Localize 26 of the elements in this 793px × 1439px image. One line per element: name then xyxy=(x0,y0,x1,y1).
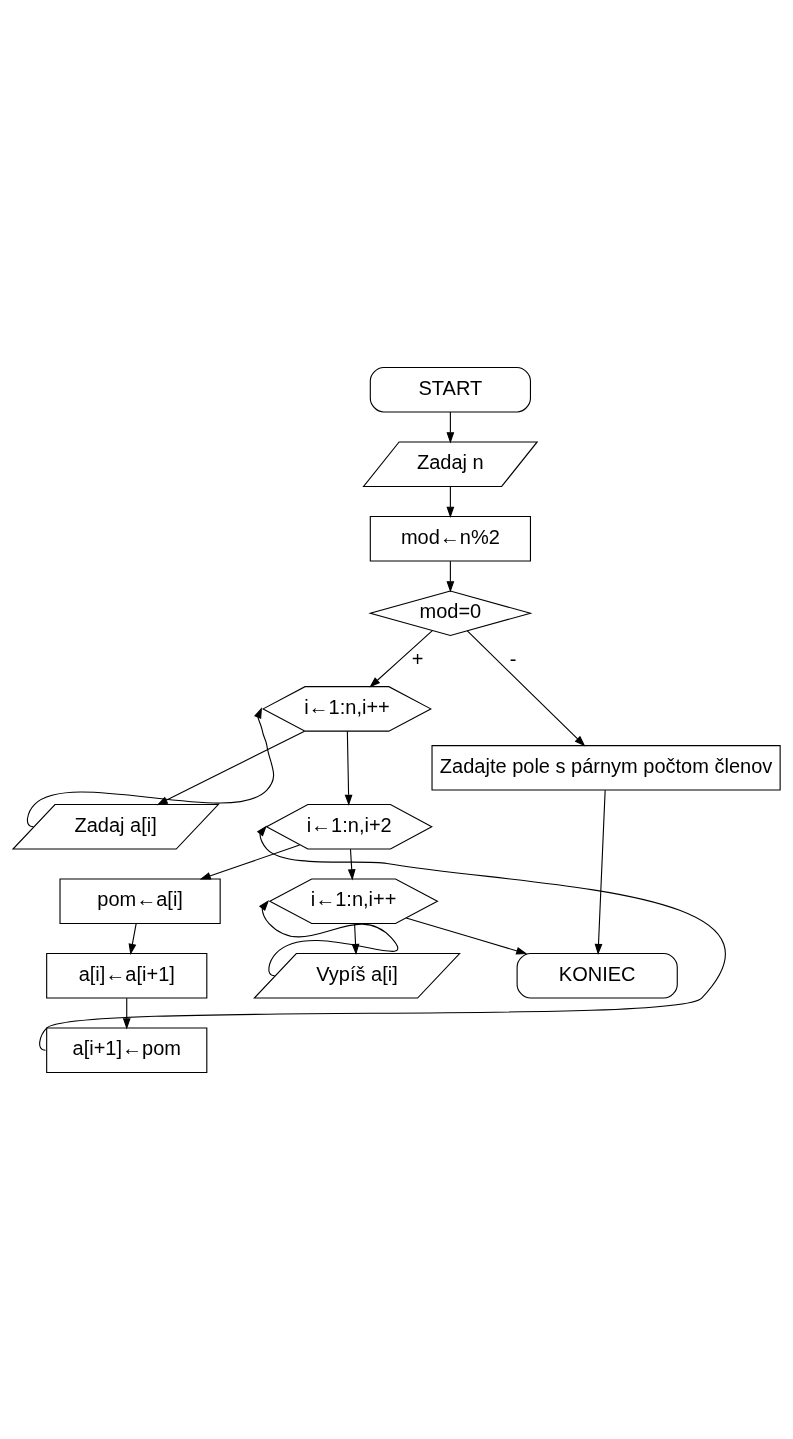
edge-label: - xyxy=(509,647,517,670)
node-box: a[i+1]←pom xyxy=(46,1027,208,1073)
node-box: START xyxy=(369,366,531,412)
arrow xyxy=(446,485,455,518)
arrow xyxy=(347,848,356,880)
node-box: Zadajte pole s párnym počtom členov xyxy=(431,744,781,791)
arrow xyxy=(259,899,398,976)
arrow xyxy=(594,789,606,955)
arrow xyxy=(122,997,131,1029)
arrow xyxy=(446,560,455,592)
arrow xyxy=(128,922,137,955)
arrow xyxy=(39,824,726,1051)
arrow xyxy=(199,843,301,880)
node-diamond: mod=0 xyxy=(368,589,533,636)
node-box: mod←n%2 xyxy=(369,515,531,561)
edge-label: + xyxy=(411,647,424,670)
node-box: a[i]←a[i+1] xyxy=(46,952,208,999)
arrow xyxy=(344,730,353,806)
arrow xyxy=(156,730,306,805)
arrow xyxy=(466,629,586,746)
node-box: KONIEC xyxy=(516,952,678,999)
arrow xyxy=(369,629,433,688)
node-box: pom←a[i] xyxy=(59,878,221,924)
arrow xyxy=(405,916,528,955)
arrow xyxy=(26,706,275,827)
arrow xyxy=(446,411,455,443)
